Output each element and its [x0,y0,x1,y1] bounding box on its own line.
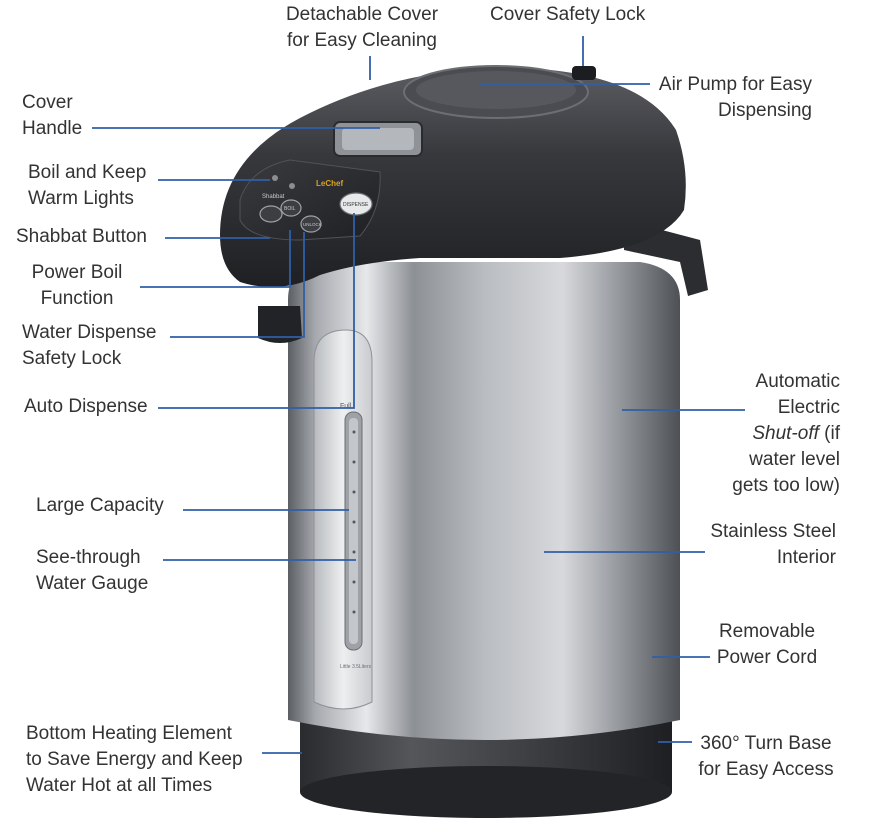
unlock-text: UNLOCK [303,222,322,227]
label-cover-safety-lock: Cover Safety Lock [490,4,646,25]
brand-logo: LeChef [316,179,343,188]
label-large-capacity: Large Capacity [36,495,164,516]
boil-light [272,175,278,181]
dispense-text: DISPENSE [343,202,369,208]
dispense-btn [339,192,373,216]
gauge-marks [352,430,356,614]
leader-lines [92,36,745,754]
boil-btn [280,199,302,217]
spout [258,306,302,343]
pot-body [288,262,680,740]
shabbat-btn [259,205,283,223]
label-auto-dispense: Auto Dispense [24,396,148,417]
label-shabbat-button: Shabbat Button [16,226,147,247]
shabbat-text: Shabbat [262,194,285,200]
label-auto-shutoff: Automatic Electric Shut-off (if water le… [732,371,840,496]
capacity-text: Little 3.5Liters [340,664,372,670]
warm-light [289,183,295,189]
base-rim [300,766,672,818]
cover-safety-lock [572,66,596,80]
gauge-window [313,329,373,710]
full-text: Full [340,403,352,410]
boil-text: BOIL [284,206,296,212]
unlock-btn [300,215,322,233]
